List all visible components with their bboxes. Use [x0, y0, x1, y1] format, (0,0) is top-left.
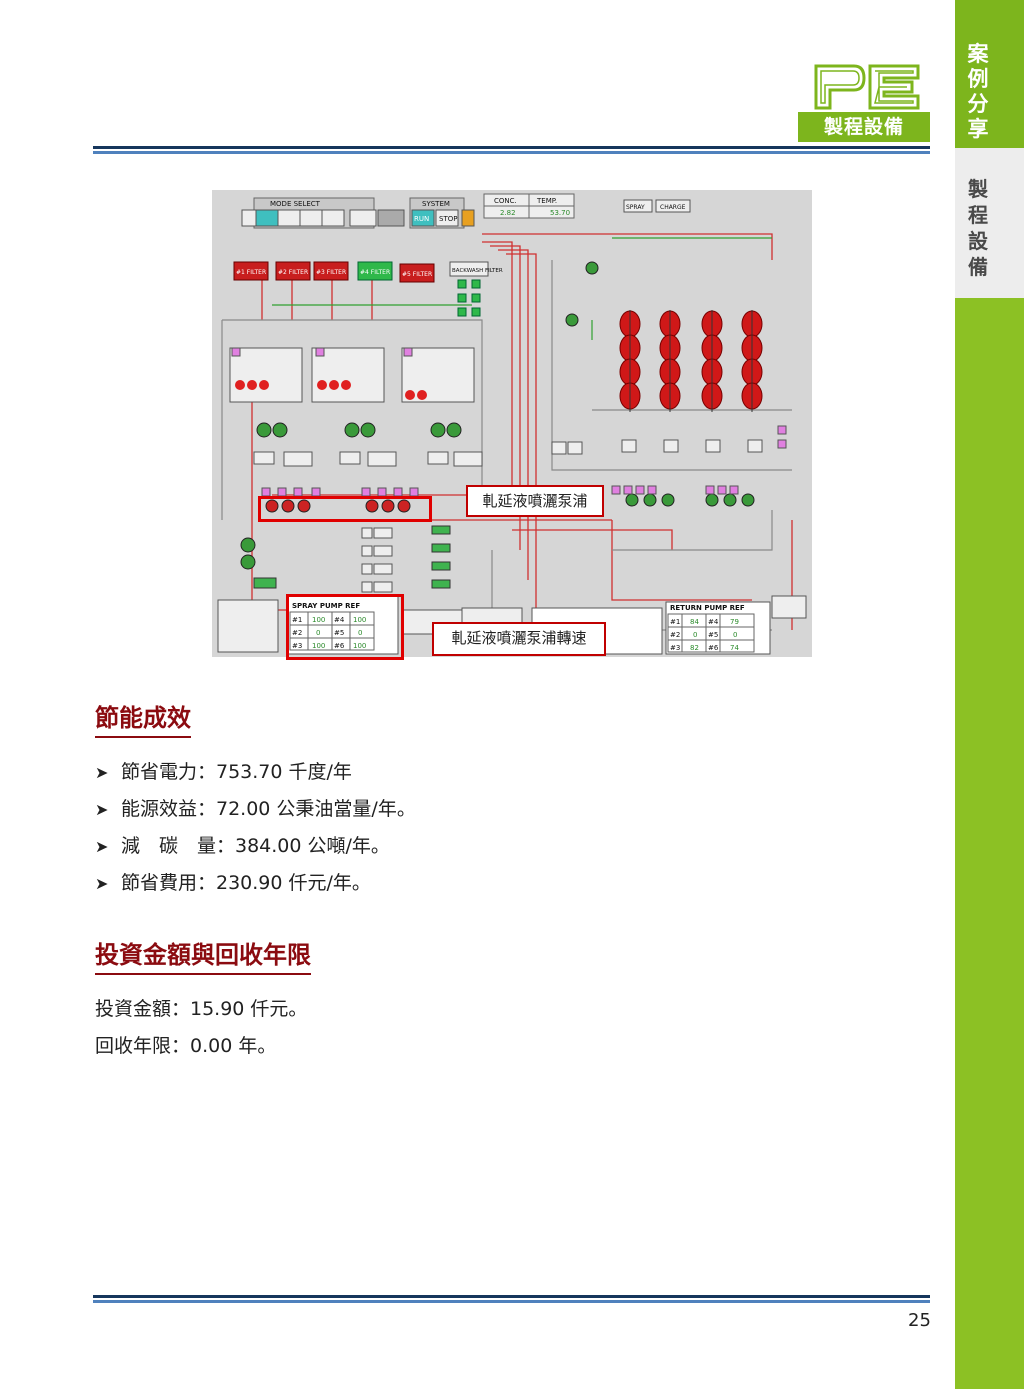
arrow-bullet-icon: ➤ [95, 800, 109, 819]
conc-label: CONC. [494, 197, 517, 205]
system-label: SYSTEM [422, 200, 450, 208]
pe-logo [814, 64, 920, 110]
spray-pump-ref-title: SPRAY PUMP REF [292, 602, 360, 610]
arrow-bullet-icon: ➤ [95, 874, 109, 893]
svg-text:#3: #3 [292, 642, 302, 650]
section-investment-title: 投資金額與回收年限 [95, 935, 311, 975]
svg-text:100: 100 [312, 642, 325, 650]
svg-text:74: 74 [730, 644, 739, 652]
return-pump-ref-title: RETURN PUMP REF [670, 604, 745, 612]
filter-5-label: #5 FILTER [402, 271, 432, 278]
sidebar-tab-equipment [955, 148, 1024, 298]
svg-text:100: 100 [353, 642, 366, 650]
svg-text:#5: #5 [708, 631, 718, 639]
arrow-bullet-icon: ➤ [95, 837, 109, 856]
svg-text:#1: #1 [292, 616, 302, 624]
svg-text:0: 0 [316, 629, 320, 637]
svg-text:#6: #6 [708, 644, 719, 652]
spray-pump-highlight [258, 496, 432, 522]
svg-text:100: 100 [353, 616, 366, 624]
filter-4-label: #4 FILTER [360, 269, 390, 276]
scada-screenshot: MODE SELECT SYSTEM RUN STOP CONC. TEMP. … [212, 190, 812, 660]
charge-button-label: CHARGE [660, 204, 686, 211]
footer-rule-accent [93, 1300, 930, 1303]
svg-text:100: 100 [312, 616, 325, 624]
svg-text:#2: #2 [670, 631, 680, 639]
svg-text:0: 0 [693, 631, 697, 639]
conc-value: 2.82 [500, 209, 516, 217]
filter-3-label: #3 FILTER [316, 269, 346, 276]
svg-text:0: 0 [358, 629, 362, 637]
svg-text:#6: #6 [334, 642, 345, 650]
list-item: ➤節省電力：753.70 千度/年 [95, 761, 352, 783]
page-number: 25 [908, 1310, 931, 1331]
investment-amount: 投資金額：15.90 仟元。 [95, 998, 308, 1020]
temp-label: TEMP. [536, 197, 557, 205]
header-rule-accent [93, 151, 930, 154]
svg-text:#1: #1 [670, 618, 680, 626]
sidebar-tab-case [955, 0, 1024, 148]
filter-2-label: #2 FILTER [278, 269, 308, 276]
logo-caption: 製程設備 [798, 112, 930, 142]
list-item: ➤能源效益：72.00 公秉油當量/年。 [95, 798, 416, 820]
list-item: ➤減 碳 量：384.00 公噸/年。 [95, 835, 390, 857]
arrow-bullet-icon: ➤ [95, 763, 109, 782]
footer-rule [93, 1295, 930, 1298]
sidebar-tab-case-label: 案例分享 [967, 42, 989, 141]
section-energy-savings-title: 節能成效 [95, 698, 191, 738]
sidebar-tab-equipment-label: 製程設備 [968, 177, 988, 279]
spray-pump-ref-highlight [286, 594, 404, 660]
run-label: RUN [414, 215, 429, 223]
svg-text:#3: #3 [670, 644, 680, 652]
spray-button-label: SPRAY [626, 204, 645, 211]
svg-text:79: 79 [730, 618, 739, 626]
backwash-label: BACKWASH FILTER [452, 268, 503, 274]
svg-text:#4: #4 [708, 618, 719, 626]
mode-select-label: MODE SELECT [270, 200, 321, 208]
scada-diagram: MODE SELECT SYSTEM RUN STOP CONC. TEMP. … [212, 190, 812, 657]
svg-text:#5: #5 [334, 629, 344, 637]
list-item: ➤節省費用：230.90 仟元/年。 [95, 872, 371, 894]
callout-spray-pump: 軋延液噴灑泵浦 [466, 485, 604, 517]
svg-text:#4: #4 [334, 616, 345, 624]
header-rule [93, 146, 930, 149]
svg-text:0: 0 [733, 631, 737, 639]
callout-spray-pump-speed: 軋延液噴灑泵浦轉速 [432, 622, 606, 656]
stop-label: STOP [439, 215, 457, 223]
filter-1-label: #1 FILTER [236, 269, 266, 276]
temp-value: 53.70 [550, 209, 570, 217]
svg-text:#2: #2 [292, 629, 302, 637]
svg-text:84: 84 [690, 618, 699, 626]
svg-text:82: 82 [690, 644, 699, 652]
payback-period: 回收年限：0.00 年。 [95, 1035, 277, 1057]
